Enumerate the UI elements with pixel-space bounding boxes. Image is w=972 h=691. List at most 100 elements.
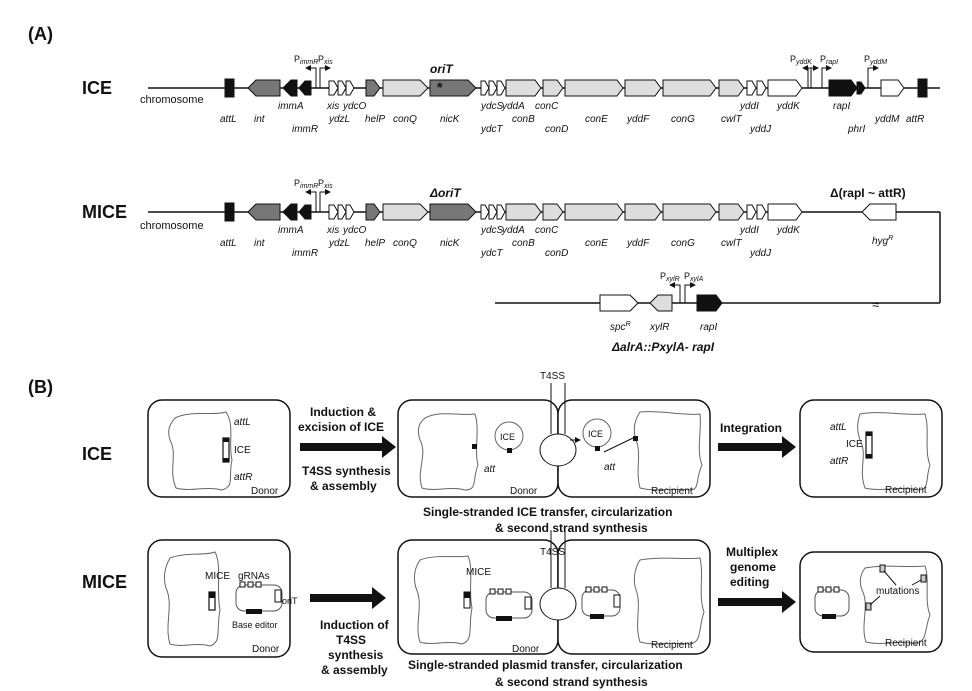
gene-yddK bbox=[767, 79, 803, 97]
gene-ydzL bbox=[345, 80, 355, 96]
attR-site bbox=[917, 78, 928, 98]
svg-text:attL: attL bbox=[830, 422, 847, 433]
svg-text:immA: immA bbox=[278, 225, 304, 236]
break-mark: ≈ bbox=[872, 297, 879, 312]
gene-conC bbox=[542, 79, 564, 97]
svg-text:Recipient: Recipient bbox=[885, 485, 927, 496]
gene-conE bbox=[564, 203, 624, 221]
svg-text:conE: conE bbox=[585, 114, 608, 125]
svg-text:ydcT: ydcT bbox=[480, 248, 504, 259]
delta-rapI-attR-label: Δ(rapI ~ attR) bbox=[830, 186, 906, 200]
gene-ydcS bbox=[480, 80, 490, 96]
svg-text:ydcT: ydcT bbox=[480, 124, 504, 135]
alrA-insert bbox=[599, 294, 723, 312]
gene-spc bbox=[599, 294, 639, 312]
svg-text:Induction &: Induction & bbox=[310, 405, 376, 419]
svg-text:synthesis: synthesis bbox=[328, 648, 384, 662]
gene-ydcT bbox=[496, 204, 506, 220]
gene-conQ bbox=[382, 79, 429, 97]
promoter-immR: PimmR bbox=[294, 54, 318, 66]
svg-text:conE: conE bbox=[585, 238, 608, 249]
svg-text:MICE: MICE bbox=[466, 567, 491, 578]
hyg-label: hygR bbox=[872, 235, 893, 247]
mice-row-label: MICE bbox=[82, 202, 127, 222]
gene-immR bbox=[298, 204, 312, 220]
svg-text:conD: conD bbox=[545, 248, 568, 259]
svg-text:Recipient: Recipient bbox=[651, 486, 693, 497]
svg-text:yddA: yddA bbox=[501, 225, 525, 236]
promoter-xis: Pxis bbox=[318, 54, 333, 66]
b-mice-arrow2: Multiplex genome editing bbox=[718, 545, 796, 613]
svg-text:yddK: yddK bbox=[776, 225, 801, 236]
svg-text:conC: conC bbox=[535, 101, 559, 112]
b-mice-caption-2: & second strand synthesis bbox=[495, 675, 648, 689]
gene-ydcT bbox=[496, 80, 506, 96]
svg-text:attR: attR bbox=[234, 472, 252, 483]
svg-text:yddJ: yddJ bbox=[749, 248, 772, 259]
gene-conG bbox=[662, 79, 717, 97]
ice-gene-labels: attL int immA immR xis ydcO ydzL helP co… bbox=[220, 101, 924, 135]
svg-text:T4SS: T4SS bbox=[540, 547, 565, 558]
svg-text:int: int bbox=[254, 114, 266, 125]
svg-text:ydzL: ydzL bbox=[328, 114, 350, 125]
b-mice-row-label: MICE bbox=[82, 572, 127, 592]
svg-text:ICE: ICE bbox=[588, 429, 603, 439]
svg-text:int: int bbox=[254, 238, 266, 249]
svg-text:immA: immA bbox=[278, 101, 304, 112]
mice-gene-map bbox=[224, 202, 897, 222]
ice-promoters bbox=[305, 65, 879, 88]
svg-text:conQ: conQ bbox=[393, 238, 417, 249]
gene-conQ bbox=[382, 203, 429, 221]
svg-text:cwlT: cwlT bbox=[721, 114, 742, 125]
svg-text:Base editor: Base editor bbox=[232, 620, 278, 630]
svg-text:Integration: Integration bbox=[720, 421, 782, 435]
gene-conB bbox=[505, 79, 542, 97]
svg-text:helP: helP bbox=[365, 114, 385, 125]
gene-conG bbox=[662, 203, 717, 221]
svg-text:ydcS: ydcS bbox=[480, 225, 504, 236]
svg-text:Donor: Donor bbox=[512, 644, 540, 655]
svg-text:immR: immR bbox=[292, 248, 318, 259]
gene-helP bbox=[365, 203, 381, 221]
b-mice-transfer-cell: MICE T4SS Donor Recipient bbox=[397, 530, 711, 655]
gene-xylR bbox=[649, 294, 673, 312]
svg-text:Recipient: Recipient bbox=[885, 638, 927, 649]
svg-text:oriT: oriT bbox=[282, 596, 298, 606]
svg-text:yddI: yddI bbox=[739, 101, 759, 112]
gene-yddF bbox=[624, 203, 662, 221]
svg-text:xis: xis bbox=[326, 101, 339, 112]
svg-text:conB: conB bbox=[512, 114, 535, 125]
promoter-xis: Pxis bbox=[318, 178, 333, 190]
gene-yddJ bbox=[756, 204, 767, 220]
svg-text:conC: conC bbox=[535, 225, 559, 236]
svg-text:excision of ICE: excision of ICE bbox=[298, 420, 384, 434]
gene-int bbox=[247, 79, 281, 97]
promoter-xylR: PxylR bbox=[660, 271, 680, 283]
svg-text:yddI: yddI bbox=[739, 225, 759, 236]
svg-text:conG: conG bbox=[671, 238, 695, 249]
svg-text:MICE: MICE bbox=[205, 571, 230, 582]
gene-conB bbox=[505, 203, 542, 221]
svg-text:attR: attR bbox=[906, 114, 924, 125]
gene-yddF bbox=[624, 79, 662, 97]
gene-rapI bbox=[828, 79, 858, 97]
gene-yddA bbox=[488, 204, 498, 220]
b-ice-final-cell: attL ICE attR Recipient bbox=[799, 399, 943, 498]
b-ice-arrow1: Induction & excision of ICE T4SS synthes… bbox=[298, 405, 396, 493]
svg-text:yddA: yddA bbox=[501, 101, 525, 112]
svg-text:immR: immR bbox=[292, 124, 318, 135]
svg-text:mutations: mutations bbox=[876, 586, 919, 597]
attL-site bbox=[224, 78, 235, 98]
b-ice-donor-cell: attL ICE attR Donor bbox=[147, 399, 291, 498]
delta-oriT-label: ΔoriT bbox=[429, 186, 462, 200]
gene-ydcO bbox=[337, 204, 347, 220]
gene-yddJ bbox=[756, 80, 767, 96]
gene-ydcO bbox=[337, 80, 347, 96]
gene-ydzL bbox=[345, 204, 355, 220]
gene-nicK bbox=[429, 203, 477, 221]
svg-text:conB: conB bbox=[512, 238, 535, 249]
b-ice-arrow2: Integration bbox=[718, 421, 796, 458]
gene-yddI bbox=[746, 80, 757, 96]
svg-text:cwlT: cwlT bbox=[721, 238, 742, 249]
svg-text:helP: helP bbox=[365, 238, 385, 249]
